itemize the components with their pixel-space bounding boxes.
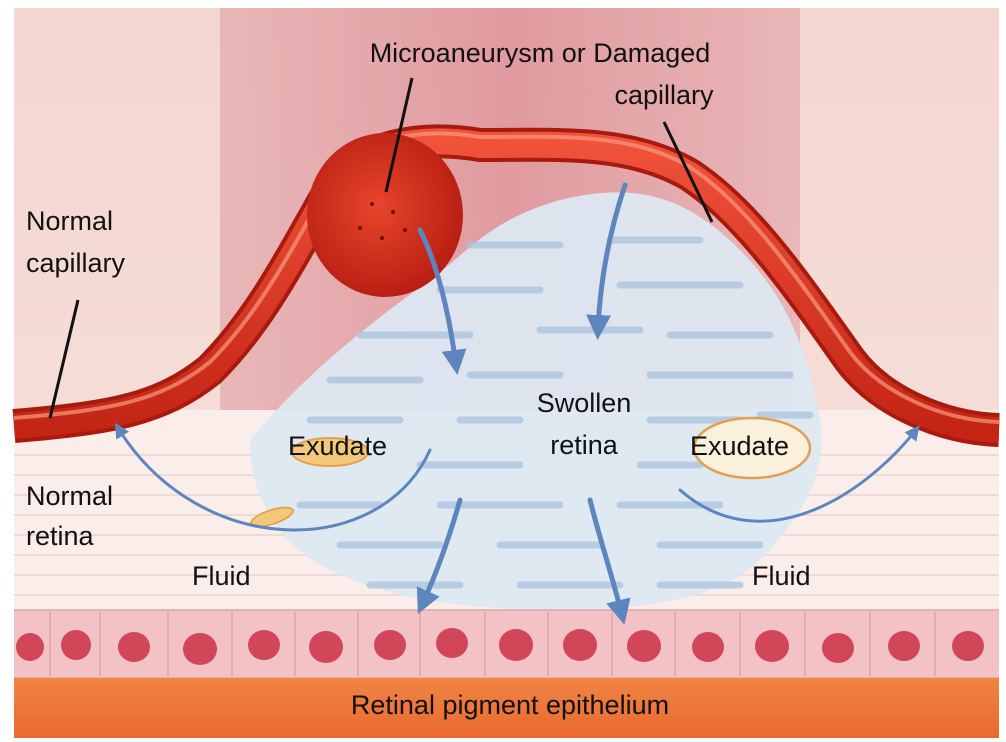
label-fluid-right: Fluid — [752, 561, 811, 591]
rpe-cell — [952, 631, 984, 661]
label-exudate-right: Exudate — [690, 431, 789, 461]
label-swollen-retina-line1: Swollen — [537, 388, 632, 418]
rpe-cell — [183, 633, 217, 665]
rpe-cell — [118, 632, 150, 662]
label-rpe: Retinal pigment epithelium — [351, 690, 669, 720]
rpe-cell — [822, 633, 854, 663]
rpe-layer — [14, 610, 999, 678]
label-normal-capillary-line1: Normal — [26, 206, 113, 236]
rpe-cell — [248, 630, 280, 660]
microaneurysm — [307, 133, 463, 297]
rpe-cell — [755, 630, 789, 662]
rpe-cell — [692, 632, 724, 662]
label-normal-retina-line2: retina — [26, 521, 95, 551]
rpe-cell — [61, 630, 91, 660]
rpe-cell — [563, 629, 597, 661]
rpe-cell — [309, 631, 343, 663]
rpe-cell — [888, 631, 920, 661]
label-exudate-left: Exudate — [288, 431, 387, 461]
label-normal-capillary-line2: capillary — [26, 248, 126, 278]
rpe-cell — [374, 630, 406, 660]
rpe-cell — [499, 629, 533, 661]
label-swollen-retina-line2: retina — [550, 430, 619, 460]
label-microaneurysm-line2: capillary — [614, 80, 714, 110]
label-fluid-left: Fluid — [192, 561, 251, 591]
label-microaneurysm-line1: Microaneurysm or Damaged — [370, 38, 711, 68]
rpe-cell — [436, 628, 468, 658]
label-normal-retina-line1: Normal — [26, 481, 113, 511]
rpe-cell — [627, 630, 661, 662]
rpe-cell — [16, 633, 44, 661]
